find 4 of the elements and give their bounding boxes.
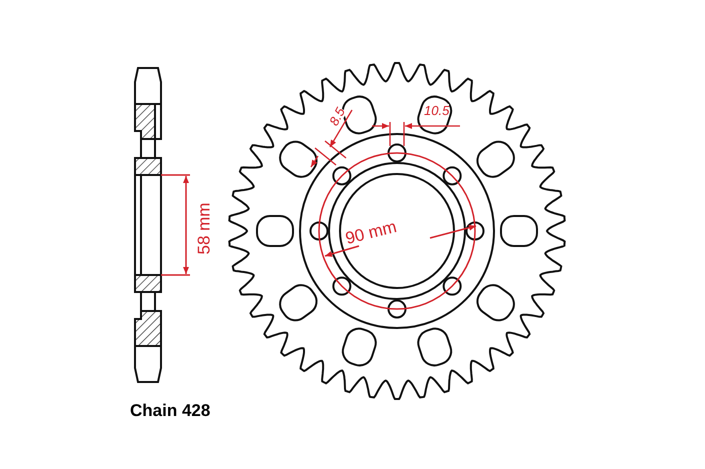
dimension-label: 8.5 bbox=[327, 105, 348, 128]
chain-size-label: Chain 428 bbox=[130, 400, 210, 422]
dimension-label: 10.5 bbox=[424, 104, 450, 117]
dimension-label: 58 mm bbox=[195, 202, 212, 254]
